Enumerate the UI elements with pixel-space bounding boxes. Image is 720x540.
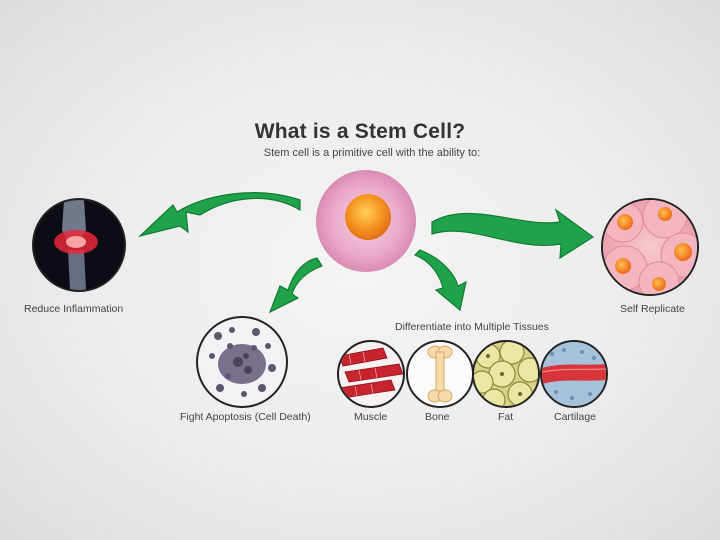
bone-image: [406, 340, 474, 408]
label-fight-apoptosis: Fight Apoptosis (Cell Death): [180, 411, 311, 423]
muscle-image: [337, 340, 405, 408]
knee-xray-image: [32, 198, 126, 292]
arrow-down-left: [268, 257, 323, 314]
label-self-replicate: Self Replicate: [620, 303, 685, 315]
label-bone: Bone: [425, 411, 450, 423]
page-title: What is a Stem Cell?: [254, 120, 466, 143]
arrow-left: [137, 192, 301, 238]
self-replicate-image: [601, 198, 699, 296]
arrow-right: [431, 208, 595, 260]
label-fat: Fat: [498, 411, 514, 423]
stem-cell-nucleus: [345, 194, 391, 240]
cartilage-image: [540, 340, 608, 408]
label-cartilage: Cartilage: [554, 411, 597, 423]
arrow-down-right: [413, 249, 467, 312]
label-muscle: Muscle: [354, 411, 388, 423]
apoptosis-image: [196, 316, 288, 408]
fat-image: [472, 340, 540, 408]
page-subtitle: Stem cell is a primitive cell with the a…: [263, 147, 481, 159]
label-reduce-inflammation: Reduce Inflammation: [24, 303, 124, 315]
label-differentiate: Differentiate into Multiple Tissues: [395, 321, 549, 333]
